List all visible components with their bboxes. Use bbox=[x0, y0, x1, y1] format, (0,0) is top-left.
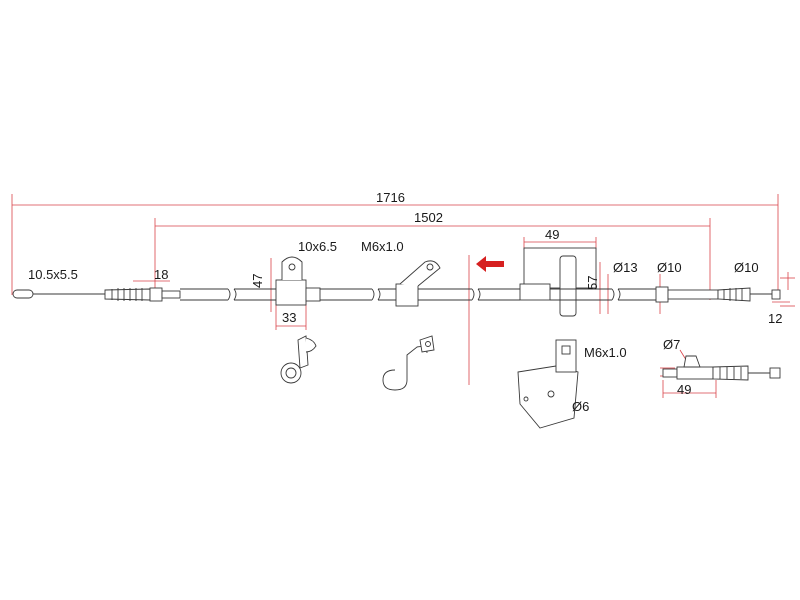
detail-spring-clip bbox=[382, 335, 435, 391]
label-total-length: 1716 bbox=[376, 190, 405, 205]
bracket-arm bbox=[399, 260, 441, 287]
label-end-diameter: Ø10 bbox=[734, 260, 759, 275]
outer-casing bbox=[234, 288, 280, 301]
label-boot-length: 18 bbox=[154, 267, 168, 282]
label-detail-hole: Ø6 bbox=[572, 399, 589, 414]
label-bracket-height: 57 bbox=[585, 276, 600, 290]
outer-casing bbox=[180, 288, 228, 301]
detail-bracket bbox=[517, 339, 579, 429]
spring-wire bbox=[382, 346, 428, 391]
end-sleeve bbox=[667, 289, 719, 300]
clip-tab bbox=[297, 335, 309, 369]
mount-clip bbox=[275, 279, 307, 306]
rubber-boot bbox=[717, 287, 751, 302]
break-mark bbox=[471, 288, 481, 301]
boot-ribs bbox=[111, 288, 143, 301]
break-mark bbox=[371, 288, 381, 301]
end-clip bbox=[683, 355, 701, 368]
dimension-lines bbox=[11, 194, 795, 406]
boot-ribs bbox=[723, 288, 743, 301]
label-cable-diameter: Ø10 bbox=[657, 260, 682, 275]
end-nipple bbox=[771, 289, 781, 300]
label-inner-length: 1502 bbox=[414, 210, 443, 225]
bracket-collar bbox=[519, 283, 551, 301]
label-clip-height: 47 bbox=[250, 274, 265, 288]
outer-casing bbox=[550, 288, 612, 301]
sleeve bbox=[161, 290, 181, 299]
boot-ribs bbox=[719, 367, 742, 379]
break-mark bbox=[611, 288, 621, 301]
bracket-block bbox=[395, 283, 419, 307]
arrow-left-icon bbox=[476, 256, 504, 272]
bracket-slot bbox=[559, 255, 577, 317]
label-detail-thread: M6x1.0 bbox=[584, 345, 627, 360]
end-loop bbox=[12, 289, 34, 299]
main-cable bbox=[12, 247, 781, 317]
clip-ring-inner bbox=[285, 367, 297, 379]
label-bracket-thread: M6x1.0 bbox=[361, 239, 404, 254]
outer-casing bbox=[320, 288, 372, 301]
rubber-boot bbox=[712, 365, 749, 381]
label-clip-hole: 10x6.5 bbox=[298, 239, 337, 254]
outer-casing bbox=[618, 288, 656, 301]
end-nipple bbox=[769, 367, 781, 379]
label-detail-end-length: 49 bbox=[677, 382, 691, 397]
label-detail-end-diameter: Ø7 bbox=[663, 337, 680, 352]
bracket-neck bbox=[555, 339, 577, 373]
end-pin bbox=[662, 368, 678, 378]
spring-hole bbox=[425, 341, 431, 347]
bracket-nut bbox=[561, 345, 571, 355]
sleeve bbox=[305, 287, 321, 302]
outer-casing bbox=[478, 288, 520, 301]
label-end-loop: 10.5x5.5 bbox=[28, 267, 78, 282]
outer-casing bbox=[378, 288, 396, 301]
clip-hole bbox=[288, 263, 296, 271]
detail-end bbox=[662, 355, 781, 381]
outer-casing bbox=[418, 288, 472, 301]
label-clip-width: 33 bbox=[282, 310, 296, 325]
ferrule bbox=[149, 287, 163, 302]
label-bracket-width: 49 bbox=[545, 227, 559, 242]
label-sleeve-diameter: Ø13 bbox=[613, 260, 638, 275]
end-sleeve bbox=[676, 366, 714, 380]
break-mark bbox=[227, 288, 237, 301]
detail-clip bbox=[280, 335, 317, 384]
bracket-hole bbox=[547, 390, 555, 398]
bracket-hole bbox=[426, 263, 434, 271]
label-end-length: 12 bbox=[768, 311, 782, 326]
bracket-hole bbox=[523, 396, 529, 402]
ferrule bbox=[655, 286, 669, 303]
clip-hook bbox=[305, 337, 317, 353]
